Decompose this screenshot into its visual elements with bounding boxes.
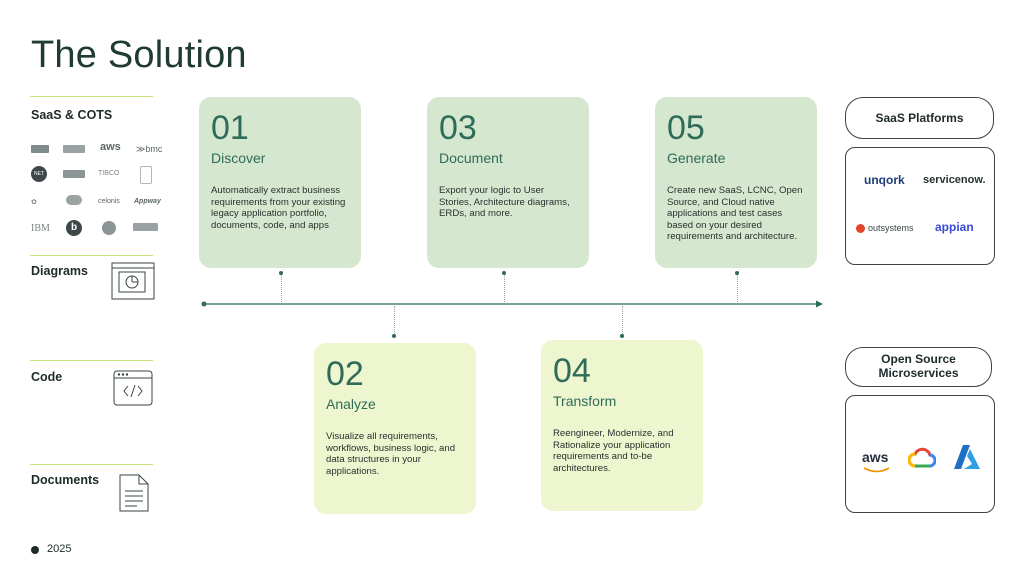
connector-line — [737, 273, 738, 302]
step-card-generate: 05 Generate Create new SaaS, LCNC, Open … — [655, 97, 817, 268]
document-icon — [119, 474, 149, 512]
saas-platforms-panel: unqork servicenow. outsystems appian — [845, 147, 995, 265]
open-source-label-line2: Microservices — [878, 366, 959, 380]
step-description: Reengineer, Modernize, and Rationalize y… — [553, 428, 674, 474]
azure-icon — [954, 445, 980, 469]
connector-dot — [279, 271, 283, 275]
outsystems-logo: outsystems — [868, 223, 914, 233]
aws-logo: aws — [862, 449, 889, 465]
step-name: Discover — [211, 150, 266, 166]
google-cloud-icon — [908, 447, 936, 468]
step-description: Create new SaaS, LCNC, Open Source, and … — [667, 185, 803, 242]
step-card-analyze: 02 Analyze Visualize all requirements, w… — [314, 343, 476, 514]
footer-year: 2025 — [47, 543, 72, 555]
open-source-panel: aws — [845, 395, 995, 513]
page-title: The Solution — [31, 34, 247, 76]
java-logo-icon — [140, 166, 152, 184]
step-number: 02 — [326, 355, 364, 393]
section-label-code: Code — [31, 370, 63, 384]
connector-dot — [392, 334, 396, 338]
b-logo-icon: b — [66, 220, 82, 236]
servicenow-logo: servicenow. — [923, 174, 986, 186]
open-source-label: Open Source Microservices — [845, 347, 992, 387]
section-divider — [30, 464, 153, 465]
connector-dot — [735, 271, 739, 275]
salesforce-logo-icon — [66, 195, 82, 205]
step-number: 05 — [667, 109, 705, 147]
connector-dot — [502, 271, 506, 275]
vendor-logo — [63, 145, 85, 153]
bmc-logo: ≫bmc — [136, 144, 163, 154]
appway-logo: Appway — [134, 198, 161, 205]
connector-dot — [620, 334, 624, 338]
step-number: 01 — [211, 109, 249, 147]
aws-smile-icon — [863, 467, 890, 473]
ibm-logo: IBM — [31, 223, 50, 234]
tibco-logo: TIBCO — [98, 170, 120, 177]
step-card-discover: 01 Discover Automatically extract busine… — [199, 97, 361, 268]
footer-bullet — [31, 546, 39, 554]
step-description: Visualize all requirements, workflows, b… — [326, 431, 456, 477]
outsystems-logo-icon — [856, 224, 865, 233]
step-description: Export your logic to User Stories, Archi… — [439, 185, 570, 219]
vendor-logo — [63, 170, 85, 178]
vendor-logo — [31, 145, 49, 153]
step-name: Generate — [667, 150, 726, 166]
vendor-logo: ✿ — [31, 199, 37, 206]
vendor-logo-icon — [102, 221, 116, 235]
step-card-document: 03 Document Export your logic to User St… — [427, 97, 589, 268]
section-divider — [30, 96, 153, 97]
step-name: Document — [439, 150, 503, 166]
section-divider — [30, 255, 153, 256]
section-divider — [30, 360, 153, 361]
step-card-transform: 04 Transform Reengineer, Modernize, and … — [541, 340, 703, 511]
saas-platforms-label: SaaS Platforms — [845, 97, 994, 139]
connector-line — [394, 306, 395, 336]
code-window-icon — [113, 370, 153, 406]
dotnet-logo: NET — [31, 166, 47, 182]
aws-logo: aws — [100, 141, 121, 153]
connector-line — [622, 306, 623, 336]
section-label-diagrams: Diagrams — [31, 264, 88, 278]
timeline-arrow — [201, 300, 823, 308]
step-description: Automatically extract business requireme… — [211, 185, 346, 231]
connector-line — [504, 273, 505, 302]
step-name: Analyze — [326, 396, 376, 412]
step-number: 03 — [439, 109, 477, 147]
vendor-logo — [133, 223, 158, 231]
unqork-logo: unqork — [864, 173, 905, 187]
appian-logo: appian — [935, 220, 974, 234]
section-label-documents: Documents — [31, 473, 100, 487]
step-name: Transform — [553, 393, 617, 409]
section-label-saas-cots: SaaS & COTS — [31, 108, 113, 122]
diagram-icon — [111, 262, 155, 300]
connector-line — [281, 273, 282, 302]
bmc-label: bmc — [145, 144, 163, 154]
celonis-logo: celonis — [98, 198, 120, 205]
step-number: 04 — [553, 352, 591, 390]
open-source-label-line1: Open Source — [881, 352, 956, 366]
